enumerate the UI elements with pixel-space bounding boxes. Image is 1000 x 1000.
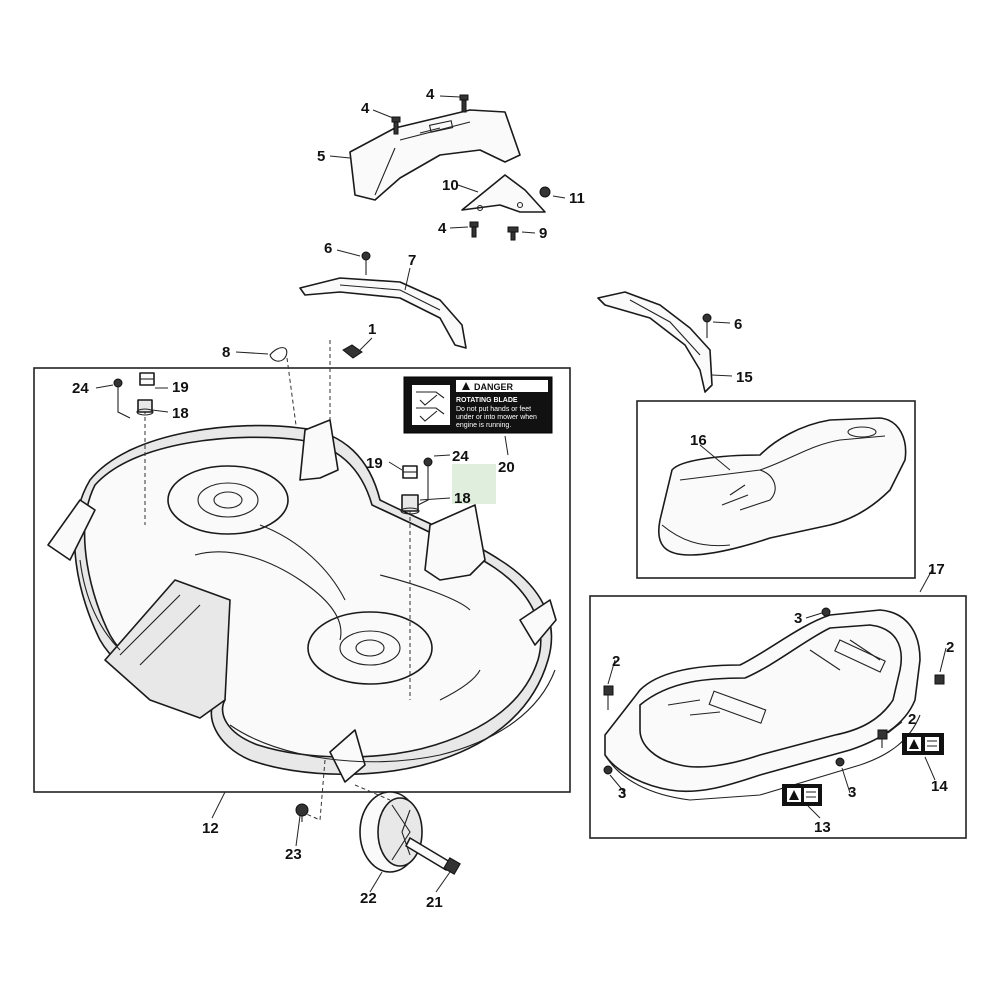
callout-13: 13: [814, 819, 831, 836]
callout-2-right-top: 2: [946, 639, 954, 656]
callout-4-left: 4: [361, 100, 370, 117]
part-3-nut-c: [835, 757, 845, 767]
part-2-bolt-c: [877, 729, 888, 748]
callout-6-left: 6: [324, 240, 332, 257]
part-7-baffle: [299, 277, 467, 349]
callout-20: 20: [498, 459, 515, 476]
callout-9: 9: [539, 225, 547, 242]
part-24-nut-b: [417, 457, 433, 506]
part-4-bolt-b: [459, 94, 469, 113]
part-19-bushing-b: [402, 465, 418, 479]
part-14-decal: [902, 733, 944, 755]
deck-cover-frame: [589, 595, 967, 839]
callout-24-left: 24: [72, 380, 89, 397]
part-1-bolt: [342, 344, 363, 359]
callout-2-right-mid: 2: [908, 711, 916, 728]
part-6-bolt-a: [361, 251, 371, 275]
callout-8: 8: [222, 344, 230, 361]
callout-numbers: 1 2 2 2 3 3 3 4 4 4 5 6 6 7 8 9 10 11 12…: [72, 86, 954, 911]
part-2-bolt-b: [934, 674, 945, 685]
callout-16: 16: [690, 432, 707, 449]
part-18-spacer-a: [136, 399, 154, 416]
callout-15: 15: [736, 369, 753, 386]
part-18-highlight: [452, 464, 496, 504]
part-20-danger-decal: DANGER ROTATING BLADE Do not put hands o…: [403, 376, 553, 434]
callout-17: 17: [928, 561, 945, 578]
callout-23: 23: [285, 846, 302, 863]
part-12-mower-deck: [47, 419, 557, 783]
callout-19-left: 19: [172, 379, 189, 396]
callout-7: 7: [408, 252, 416, 269]
part-3-nut-a: [821, 607, 831, 617]
callout-3-bottom: 3: [848, 784, 856, 801]
callout-22: 22: [360, 890, 377, 907]
part-13-decal: [782, 784, 822, 806]
callout-18-left: 18: [172, 405, 189, 422]
part-22-gauge-wheel: [359, 791, 423, 873]
callout-4-top: 4: [426, 86, 435, 103]
callout-5: 5: [317, 148, 325, 165]
part-21-wheel-bolt: [405, 837, 461, 875]
callout-14: 14: [931, 778, 948, 795]
part-10-bracket: [461, 174, 546, 213]
part-11-nut: [539, 186, 551, 198]
callout-1: 1: [368, 321, 376, 338]
callout-3-top: 3: [794, 610, 802, 627]
part-17-deck-cover: [604, 609, 921, 801]
callout-19-middle: 19: [366, 455, 383, 472]
part-15-baffle: [597, 291, 713, 393]
part-16-belt-shield: [658, 417, 907, 556]
decal-line3: under or into mower when: [456, 414, 537, 421]
decal-line2: Do not put hands or feet: [456, 406, 531, 413]
callout-11: 11: [569, 190, 585, 207]
part-3-nut-b: [603, 765, 613, 775]
part-4-bolt-c: [469, 221, 479, 238]
part-2-bolt-a: [603, 685, 614, 710]
callout-24-middle: 24: [452, 448, 469, 465]
part-9-bolt: [507, 226, 519, 241]
callout-12: 12: [202, 820, 219, 837]
part-8-clip: [269, 347, 288, 362]
deck-assembly-frame: [33, 367, 571, 793]
decal-title: DANGER: [474, 382, 514, 392]
callout-3-left: 3: [618, 785, 626, 802]
part-5-top-shield: [349, 109, 521, 201]
callout-6-right: 6: [734, 316, 742, 333]
part-6-bolt-b: [702, 313, 712, 338]
callout-10: 10: [442, 177, 459, 194]
part-18-spacer-b: [400, 494, 420, 515]
callout-2-left: 2: [612, 653, 620, 670]
callout-18-middle: 18: [454, 490, 471, 507]
callout-4-bottom: 4: [438, 220, 447, 237]
belt-shield-frame: [636, 400, 916, 579]
part-4-bolt-a: [391, 116, 401, 135]
part-19-bushing-a: [139, 372, 155, 386]
part-24-nut-a: [113, 378, 131, 419]
decal-line4: engine is running.: [456, 422, 511, 429]
decal-line1: ROTATING BLADE: [456, 397, 518, 404]
leader-lines: [95, 95, 947, 893]
part-23-nut: [295, 803, 309, 822]
callout-21: 21: [426, 894, 443, 911]
